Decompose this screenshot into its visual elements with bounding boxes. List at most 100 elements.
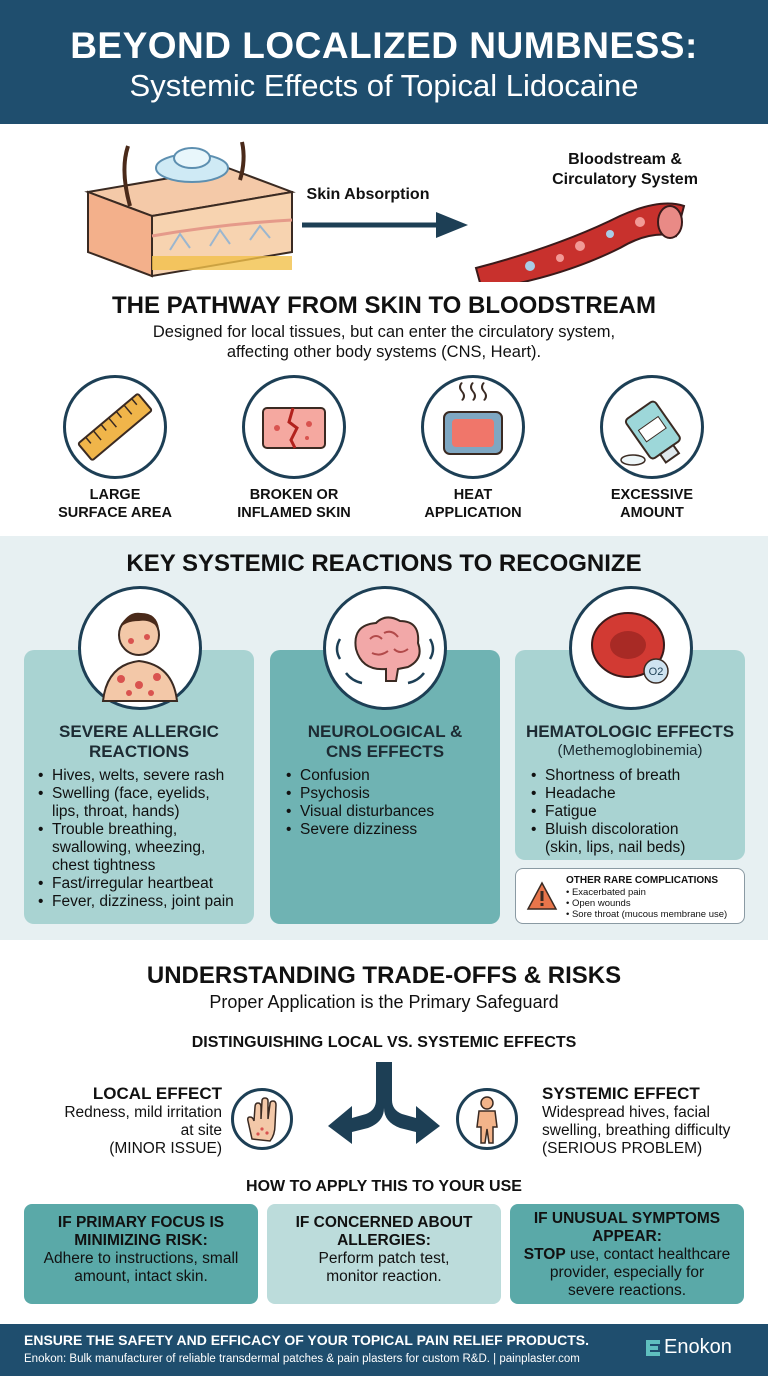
factor-label-broken-skin-line1: BROKEN OR [249, 487, 339, 503]
blood-vessel-icon [474, 202, 686, 282]
o2-label: O2 [649, 666, 664, 678]
split-arrow-icon [328, 1062, 440, 1144]
local-effect-line3: (MINOR ISSUE) [109, 1140, 222, 1157]
bloodstream-label-line2: Circulatory System [552, 171, 698, 188]
neuro-circle [323, 586, 447, 710]
apply-box-allergies-b1: Perform patch test, [318, 1250, 450, 1267]
footer-brand: Enokon [664, 1336, 732, 1358]
apply-box-unusual-symptoms: IF UNUSUAL SYMPTOMS APPEAR: STOP use, co… [510, 1204, 744, 1304]
factor-label-broken-skin: BROKEN OR INFLAMED SKIN [214, 486, 374, 522]
list-item: Shortness of breath [529, 767, 743, 785]
apply-box-allergies-h2: ALLERGIES: [337, 1232, 431, 1249]
list-item: Trouble breathing, [36, 821, 252, 839]
pathway-description-2: affecting other body systems (CNS, Heart… [226, 343, 542, 361]
list-item: Fast/irregular heartbeat [36, 875, 252, 893]
broken-skin-icon [262, 407, 326, 449]
apply-box-unusual-symptoms-b3: severe reactions. [567, 1282, 687, 1299]
footer-headline: ENSURE THE SAFETY AND EFFICACY OF YOUR T… [24, 1332, 589, 1348]
tradeoffs-subtitle: Proper Application is the Primary Safegu… [209, 992, 559, 1012]
bloodstream-label: Bloodstream & Circulatory System [530, 150, 720, 190]
list-item: Severe dizziness [284, 821, 494, 839]
apply-box-minimize-risk-h2: MINIMIZING RISK: [74, 1232, 208, 1249]
systemic-effect-circle [456, 1088, 518, 1150]
apply-box-allergies-h1: IF CONCERNED ABOUT [295, 1214, 473, 1231]
factor-label-broken-skin-line2: INFLAMED SKIN [237, 505, 351, 521]
factor-label-heat: HEAT APPLICATION [393, 486, 553, 522]
factor-label-amount-line1: EXCESSIVE [610, 487, 694, 503]
brain-icon [335, 616, 435, 685]
apply-box-allergies-b2: monitor reaction. [326, 1268, 442, 1285]
systemic-effect-line3: (SERIOUS PROBLEM) [542, 1140, 703, 1157]
systemic-effect-text: SYSTEMIC EFFECT Widespread hives, facial… [542, 1084, 762, 1158]
heat-pad-icon [443, 382, 503, 455]
factor-circle-heat [421, 375, 525, 479]
page-subtitle: Systemic Effects of Topical Lidocaine [129, 68, 639, 103]
apply-box-unusual-symptoms-h2: APPEAR: [592, 1228, 662, 1245]
factor-label-amount-line2: AMOUNT [620, 505, 684, 521]
apply-box-minimize-risk: IF PRIMARY FOCUS IS MINIMIZING RISK: Adh… [24, 1204, 258, 1304]
neuro-title: NEUROLOGICAL & CNS EFFECTS [270, 722, 500, 762]
factor-label-surface: LARGE SURFACE AREA [35, 486, 195, 522]
allergic-list: Hives, welts, severe rash Swelling (face… [36, 767, 252, 911]
local-effect-line1: Redness, mild irritation [64, 1104, 222, 1121]
pathway-description-1: Designed for local tissues, but can ente… [152, 323, 616, 341]
local-effect-title: LOCAL EFFECT [92, 1084, 222, 1103]
cream-tube-icon [620, 400, 681, 466]
factor-label-amount: EXCESSIVE AMOUNT [572, 486, 732, 522]
allergic-title: SEVERE ALLERGIC REACTIONS [24, 722, 254, 762]
arrow-right-icon [302, 212, 468, 238]
list-item: Confusion [284, 767, 494, 785]
apply-box-minimize-risk-b1: Adhere to instructions, small [43, 1250, 239, 1267]
bloodstream-label-line1: Bloodstream & [568, 151, 682, 168]
pathway-title: THE PATHWAY FROM SKIN TO BLOODSTREAM [111, 292, 657, 319]
rare-title: OTHER RARE COMPLICATIONS [566, 875, 719, 886]
apply-box-minimize-risk-h1: IF PRIMARY FOCUS IS [57, 1214, 225, 1231]
footer-tagline: Enokon: Bulk manufacturer of reliable tr… [24, 1353, 580, 1365]
local-effect-circle [231, 1088, 293, 1150]
warning-icon [526, 881, 558, 910]
list-item: Swelling (face, eyelids, [36, 785, 252, 803]
factor-circle-surface [63, 375, 167, 479]
list-item: Visual disturbances [284, 803, 494, 821]
reactions-title: KEY SYSTEMIC REACTIONS TO RECOGNIZE [126, 550, 642, 577]
tradeoffs-title: UNDERSTANDING TRADE-OFFS & RISKS [146, 962, 622, 989]
apply-box-allergies: IF CONCERNED ABOUT ALLERGIES: Perform pa… [267, 1204, 501, 1304]
list-item: Bluish discoloration [529, 821, 743, 839]
apply-title: HOW TO APPLY THIS TO YOUR USE [246, 1178, 522, 1195]
hematologic-circle: O2 [569, 586, 693, 710]
stop-continuation: use, contact healthcare [565, 1246, 731, 1263]
systemic-effect-title: SYSTEMIC EFFECT [542, 1084, 700, 1103]
list-item: lips, throat, hands) [52, 803, 180, 820]
hematologic-title: HEMATOLOGIC EFFECTS [525, 722, 735, 741]
red-blood-cell-icon: O2 [591, 612, 669, 684]
skin-absorption-label: Skin Absorption [306, 186, 430, 203]
factor-circle-broken-skin [242, 375, 346, 479]
stop-text: STOP [523, 1246, 566, 1263]
allergic-title-line2: REACTIONS [88, 742, 190, 761]
list-item: chest tightness [52, 857, 156, 874]
factor-label-surface-line1: LARGE [89, 487, 141, 503]
list-item: Open wounds [566, 898, 727, 909]
allergic-title-line1: SEVERE ALLERGIC [59, 722, 219, 741]
apply-box-unusual-symptoms-h1: IF UNUSUAL SYMPTOMS [533, 1210, 721, 1227]
neuro-title-line1: NEUROLOGICAL & [307, 722, 463, 741]
pathway-section: Skin Absorption Bloodstream & Circulator… [0, 124, 768, 536]
list-item: Fatigue [529, 803, 743, 821]
neuro-title-line2: CNS EFFECTS [325, 742, 445, 761]
neuro-list: Confusion Psychosis Visual disturbances … [284, 767, 494, 839]
list-item: Headache [529, 785, 743, 803]
list-item: Sore throat (mucous membrane use) [566, 909, 727, 920]
factor-label-heat-line1: HEAT [453, 487, 493, 503]
list-item: (skin, lips, nail beds) [545, 839, 686, 856]
list-item: Fever, dizziness, joint pain [36, 893, 252, 911]
list-item: Psychosis [284, 785, 494, 803]
apply-box-unusual-symptoms-b2: provider, especially for [549, 1264, 705, 1281]
allergic-person-icon [101, 612, 179, 702]
hand-icon [247, 1097, 277, 1142]
factor-label-heat-line2: APPLICATION [424, 505, 522, 521]
list-item: Exacerbated pain [566, 887, 727, 898]
apply-box-unusual-symptoms-b1: STOP use, contact healthcare [510, 1246, 744, 1264]
rare-list: Exacerbated pain Open wounds Sore throat… [566, 887, 727, 920]
distinguish-title: DISTINGUISHING LOCAL VS. SYSTEMIC EFFECT… [191, 1034, 577, 1051]
factor-circle-amount [600, 375, 704, 479]
